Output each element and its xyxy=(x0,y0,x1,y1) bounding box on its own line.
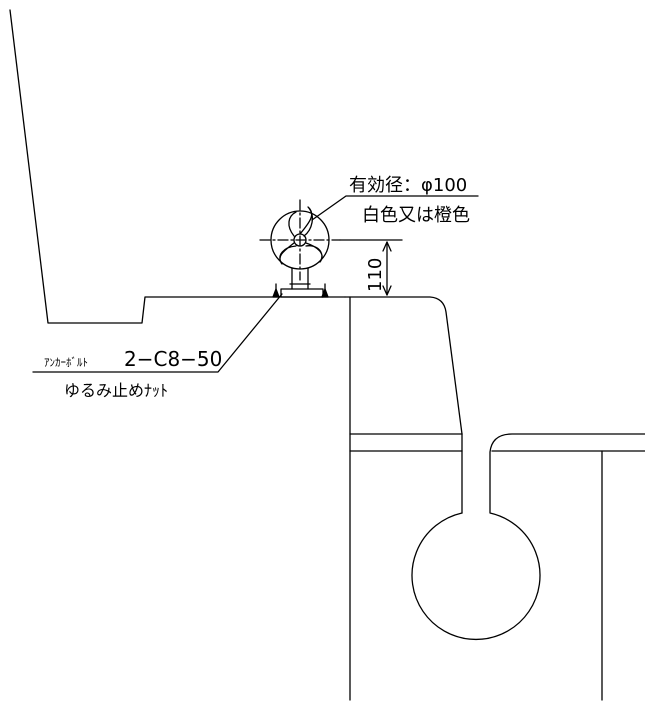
anchor-leader xyxy=(32,293,283,373)
diameter-leader xyxy=(311,195,479,221)
height-dimension-label: 110 xyxy=(365,258,386,292)
anchor-note-prefix: ｱﾝｶｰﾎﾞﾙﾄ xyxy=(44,356,88,369)
dim-arrow-top xyxy=(382,241,392,252)
anchor-bolt-icon xyxy=(272,283,329,298)
vent-base-plate xyxy=(280,288,324,298)
rotating-vent-fan-icon xyxy=(259,199,341,281)
diameter-note-line1: 有効径：φ100 xyxy=(349,175,467,196)
parapet-outline xyxy=(344,296,463,435)
diameter-note-line2: 白色又は橙色 xyxy=(362,205,470,226)
building-outline xyxy=(9,9,346,324)
anchor-note-spec: 2−C8−50 xyxy=(124,347,222,371)
dim-arrow-bottom xyxy=(382,285,392,296)
anchor-note-line2: ゆるみ止めﾅｯﾄ xyxy=(64,381,168,400)
drain-keyhole xyxy=(411,433,645,641)
